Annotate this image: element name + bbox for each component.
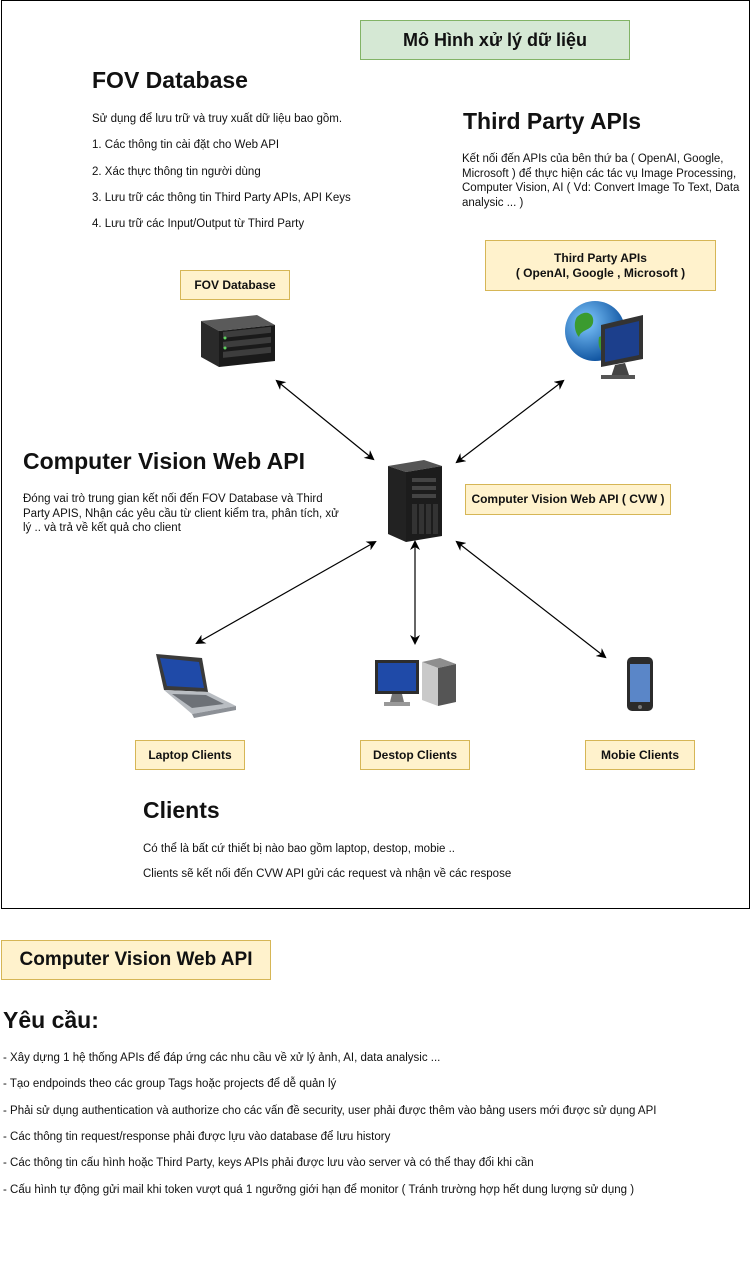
fov-item: 4. Lưu trữ các Input/Output từ Third Par… xyxy=(92,218,305,230)
arrow-fov-cvw xyxy=(275,379,375,461)
fov-database-label: FOV Database xyxy=(180,270,290,300)
fov-item: 1. Các thông tin cài đặt cho Web API xyxy=(92,139,280,151)
third-party-label: Third Party APIs ( OpenAI, Google , Micr… xyxy=(485,240,716,291)
third-party-heading: Third Party APIs xyxy=(463,108,642,134)
server-rack-icon xyxy=(193,313,277,374)
fov-item: 2. Xác thực thông tin người dùng xyxy=(92,166,261,178)
fov-item: 3. Lưu trữ các thông tin Third Party API… xyxy=(92,192,351,204)
arrow-cvw-mobile xyxy=(455,540,607,659)
requirement-item: - Xây dựng 1 hệ thống APIs để đáp ứng cá… xyxy=(3,1052,441,1064)
cvw-label: Computer Vision Web API ( CVW ) xyxy=(465,484,671,515)
arrow-thirdparty-cvw xyxy=(455,379,565,464)
requirements-title-box: Computer Vision Web API xyxy=(1,940,271,980)
desktop-computer-icon xyxy=(374,656,458,717)
globe-monitor-icon xyxy=(563,297,647,386)
mobile-clients-label: Mobie Clients xyxy=(585,740,695,770)
tower-server-icon xyxy=(384,458,446,549)
arrow-cvw-laptop xyxy=(195,541,377,644)
fov-intro: Sử dụng để lưu trữ và truy xuất dữ liệu … xyxy=(92,113,343,125)
connector-arrows xyxy=(195,379,607,659)
requirement-item: - Tạo endpoinds theo các group Tags hoặc… xyxy=(3,1078,337,1090)
desktop-clients-label: Destop Clients xyxy=(360,740,470,770)
third-party-label-line2: ( OpenAI, Google , Microsoft ) xyxy=(515,265,686,280)
requirement-item: - Cấu hình tự động gửi mail khi token vư… xyxy=(3,1184,635,1196)
requirement-item: - Các thông tin request/response phải đư… xyxy=(3,1131,391,1143)
diagram-title: Mô Hình xử lý dữ liệu xyxy=(360,20,630,60)
third-party-description: Kết nối đến APIs của bên thứ ba ( OpenAI… xyxy=(462,153,740,209)
mobile-phone-icon xyxy=(625,655,657,720)
clients-line: Có thể là bất cứ thiết bị nào bao gồm la… xyxy=(143,843,456,855)
requirement-item: - Các thông tin cấu hình hoặc Third Part… xyxy=(3,1157,534,1169)
requirement-item: - Phải sử dụng authentication và authori… xyxy=(3,1105,657,1117)
clients-heading: Clients xyxy=(143,797,220,823)
cvw-description: Đóng vai trò trung gian kết nối đến FOV … xyxy=(23,493,339,534)
third-party-label-line1: Third Party APIs xyxy=(554,250,647,265)
laptop-icon xyxy=(152,652,238,723)
clients-line: Clients sẽ kết nối đến CVW API gửi các r… xyxy=(143,868,512,880)
fov-heading: FOV Database xyxy=(92,67,248,93)
laptop-clients-label: Laptop Clients xyxy=(135,740,245,770)
cvw-heading: Computer Vision Web API xyxy=(23,448,305,474)
requirements-heading: Yêu cầu: xyxy=(3,1007,99,1033)
